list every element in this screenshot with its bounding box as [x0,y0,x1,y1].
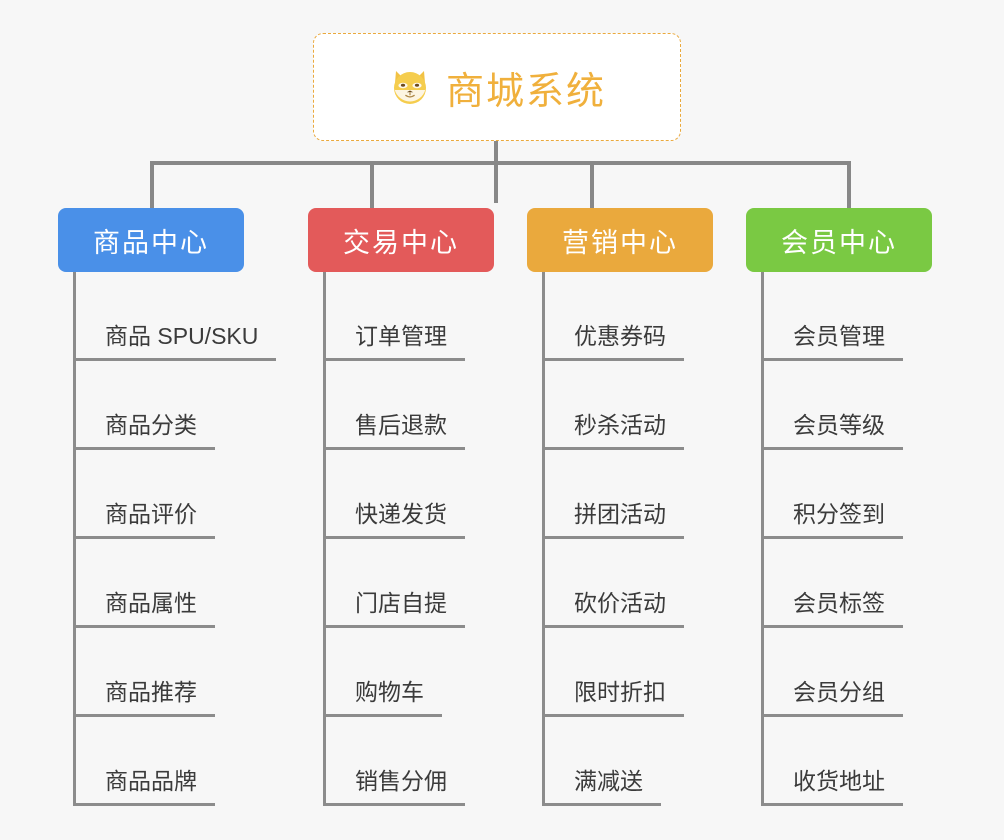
root-node[interactable]: 商城系统 [313,33,681,141]
leaf-item[interactable]: 商品推荐 [76,628,215,717]
leaf-item[interactable]: 商品属性 [76,539,215,628]
leaf-label: 会员标签 [793,590,885,616]
leaf-item[interactable]: 商品分类 [76,361,215,450]
leaf-item[interactable]: 会员分组 [764,628,903,717]
leaf-label: 商品属性 [105,590,197,616]
leaf-spine [542,272,545,806]
leaf-item[interactable]: 积分签到 [764,450,903,539]
leaf-label: 销售分佣 [355,768,447,794]
leaf-item[interactable]: 拼团活动 [545,450,684,539]
leaf-item[interactable]: 订单管理 [326,272,465,361]
category-label: 交易中心 [343,227,459,258]
leaf-item[interactable]: 商品品牌 [76,717,215,806]
leaf-label: 限时折扣 [574,679,666,705]
leaf-item[interactable]: 快递发货 [326,450,465,539]
leaf-item[interactable]: 商品评价 [76,450,215,539]
leaf-item[interactable]: 满减送 [545,717,661,806]
category-label: 营销中心 [562,227,678,258]
category-label: 商品中心 [93,227,209,258]
connector-drop-3 [590,161,594,211]
leaf-label: 优惠券码 [574,323,666,349]
leaf-label: 商品品牌 [105,768,197,794]
leaf-spine [73,272,76,806]
leaf-item[interactable]: 会员等级 [764,361,903,450]
connector-bus [150,161,850,165]
leaf-label: 售后退款 [355,412,447,438]
leaf-label: 订单管理 [355,323,447,349]
leaf-item[interactable]: 砍价活动 [545,539,684,628]
leaf-item[interactable]: 秒杀活动 [545,361,684,450]
root-title: 商城系统 [445,70,606,113]
leaf-label: 积分签到 [793,501,885,527]
leaf-label: 满减送 [574,768,643,794]
leaf-item[interactable]: 商品 SPU/SKU [76,272,277,361]
connector-drop-2 [370,161,374,211]
category-header-1[interactable]: 商品中心 [58,208,244,272]
leaf-label: 商品 SPU/SKU [105,323,259,349]
leaf-spine [323,272,326,806]
leaf-item[interactable]: 收货地址 [764,717,903,806]
leaf-item[interactable]: 会员标签 [764,539,903,628]
leaf-label: 会员管理 [793,323,885,349]
leaf-label: 购物车 [355,679,424,705]
connector-drop-1 [150,161,154,211]
leaf-label: 秒杀活动 [574,412,666,438]
leaf-label: 收货地址 [793,768,885,794]
category-header-2[interactable]: 交易中心 [308,208,494,272]
category-header-4[interactable]: 会员中心 [746,208,932,272]
connector-drop-4 [847,161,851,211]
leaf-spine [761,272,764,806]
leaf-item[interactable]: 限时折扣 [545,628,684,717]
leaf-label: 拼团活动 [574,501,666,527]
leaf-label: 会员等级 [793,412,885,438]
leaf-label: 商品分类 [105,412,197,438]
leaf-label: 门店自提 [355,590,447,616]
leaf-item[interactable]: 门店自提 [326,539,465,628]
connector-root-stem [494,141,498,203]
leaf-label: 砍价活动 [574,590,666,616]
leaf-item[interactable]: 优惠券码 [545,272,684,361]
leaf-item[interactable]: 售后退款 [326,361,465,450]
leaf-label: 快递发货 [355,501,447,527]
category-header-3[interactable]: 营销中心 [527,208,713,272]
leaf-label: 商品推荐 [105,679,197,705]
leaf-item[interactable]: 会员管理 [764,272,903,361]
leaf-item[interactable]: 销售分佣 [326,717,465,806]
leaf-item[interactable]: 购物车 [326,628,442,717]
category-label: 会员中心 [781,227,897,258]
leaf-label: 商品评价 [105,501,197,527]
shiba-dog-icon [388,65,432,109]
leaf-label: 会员分组 [793,679,885,705]
